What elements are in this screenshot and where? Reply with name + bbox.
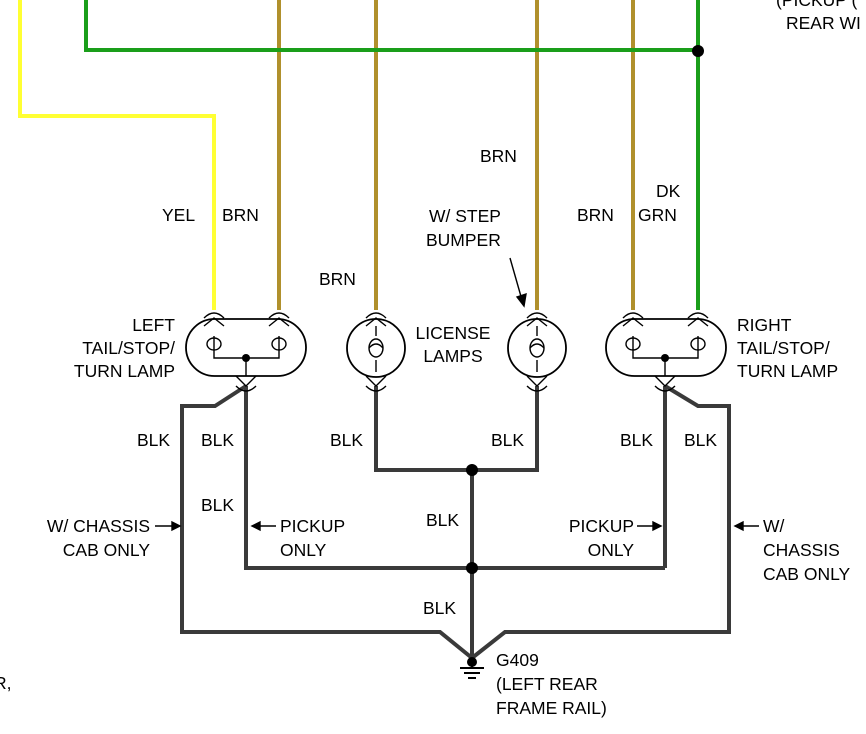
green-splice-dot — [692, 45, 704, 57]
left-edge-fragment-label: R, — [0, 673, 12, 693]
pickup-left-note-1: PICKUP — [280, 516, 345, 536]
chassis-left-note-2: CAB ONLY — [63, 540, 151, 560]
license-lamp-left — [346, 312, 406, 392]
right-lamp-label-3: TURN LAMP — [737, 361, 838, 381]
chassis-right-note-3: CAB ONLY — [763, 564, 851, 584]
blk-label-4: BLK — [491, 430, 524, 450]
yel-wire-label: YEL — [162, 205, 195, 225]
license-lamp-right — [507, 312, 567, 392]
ground-id-label: G409 — [496, 650, 539, 670]
left-lamp-label-2: TAIL/STOP/ — [82, 338, 175, 358]
right-tail-lamp — [605, 312, 727, 392]
green-wire-horizontal — [84, 0, 698, 52]
splice-dot-pickup — [466, 562, 478, 574]
chassis-right-note-1: W/ — [763, 516, 785, 536]
blk-wire-left-pickup — [244, 386, 665, 570]
pickup-right-note-1: PICKUP — [569, 516, 634, 536]
chassis-left-note-1: W/ CHASSIS — [47, 516, 150, 536]
blk-label-2: BLK — [201, 430, 234, 450]
brn-license-right-label: BRN — [480, 146, 517, 166]
splice-dot-license — [466, 464, 478, 476]
left-tail-lamp — [185, 312, 307, 392]
blk-label-6: BLK — [684, 430, 717, 450]
ground-wires — [180, 384, 731, 660]
blk-label-5: BLK — [620, 430, 653, 450]
rear-fragment-label: REAR WI — [786, 13, 861, 33]
labels: (PICKUP ( REAR WI R, YEL BRN BRN BRN BRN… — [0, 0, 861, 718]
brn-license-left-label: BRN — [319, 269, 356, 289]
right-lamp-label-2: TAIL/STOP/ — [737, 338, 830, 358]
ground-location-line2: FRAME RAIL) — [496, 698, 607, 718]
blk-label-9: BLK — [423, 598, 456, 618]
pickup-left-note-2: ONLY — [280, 540, 327, 560]
blk-wire-left-chassis — [180, 384, 474, 660]
license-lamp-label-1: LICENSE — [416, 323, 491, 343]
pickup-right-note-2: ONLY — [588, 540, 635, 560]
left-lamp-label-1: LEFT — [132, 315, 175, 335]
dk-label: DK — [656, 181, 681, 201]
license-lamp-label-2: LAMPS — [423, 346, 482, 366]
ground-symbol — [460, 657, 484, 679]
blk-wire-right-chassis — [470, 384, 731, 660]
grn-label: GRN — [638, 205, 677, 225]
blk-wire-license — [374, 386, 539, 472]
blk-label-1: BLK — [137, 430, 170, 450]
blk-label-3: BLK — [330, 430, 363, 450]
left-lamp-label-3: TURN LAMP — [74, 361, 175, 381]
step-bumper-arrow — [509, 257, 523, 301]
arrows — [155, 257, 759, 532]
step-bumper-line2: BUMPER — [426, 230, 501, 250]
step-bumper-line1: W/ STEP — [429, 206, 501, 226]
chassis-right-note-2: CHASSIS — [763, 540, 840, 560]
right-lamp-label-1: RIGHT — [737, 315, 792, 335]
ground-location-line1: (LEFT REAR — [496, 674, 598, 694]
blk-label-8: BLK — [426, 510, 459, 530]
blk-label-7: BLK — [201, 495, 234, 515]
pickup-fragment-label: (PICKUP ( — [776, 0, 858, 10]
brn-right-wire-label: BRN — [577, 205, 614, 225]
brn-left-wire-label: BRN — [222, 205, 259, 225]
feed-wires — [18, 0, 704, 310]
yellow-wire — [18, 0, 216, 310]
